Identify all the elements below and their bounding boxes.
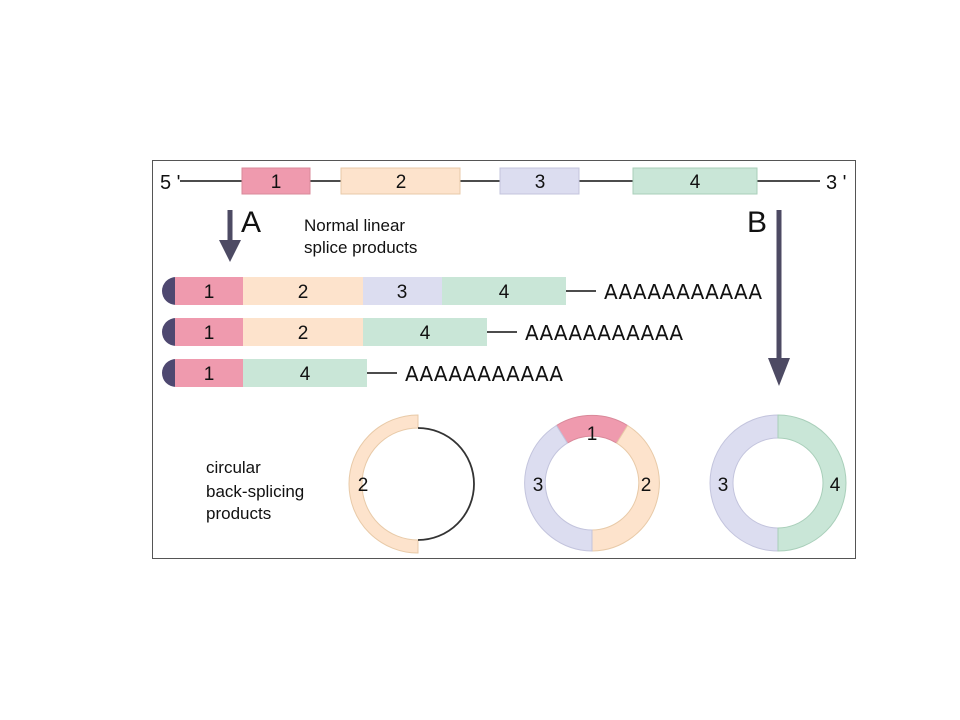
exon-2-ring-segment [348, 414, 419, 554]
exon-label: 3 [718, 475, 729, 496]
exon-2 [243, 318, 363, 346]
pre-mrna: 5 ' 3 ' 1 2 3 4 [160, 167, 847, 195]
three-prime-label: 3 ' [826, 172, 847, 194]
exon-1 [241, 167, 311, 195]
exon-label: 4 [420, 323, 431, 344]
poly-a-tail: AAAAAAAAAAA [604, 280, 762, 304]
linear-title-line1: Normal linear [304, 216, 405, 235]
exon-1-label: 1 [271, 172, 282, 193]
arrow-a [219, 210, 241, 262]
cap [162, 318, 176, 346]
linear-transcript-2: 1 2 4 AAAAAAAAAAA [162, 318, 683, 346]
exon-2 [340, 167, 461, 195]
exon-3-ring-segment [709, 414, 779, 552]
exon-3 [499, 167, 580, 195]
exon-label: 1 [204, 323, 215, 344]
exon-4 [442, 277, 566, 305]
circular-title-line3: products [206, 504, 271, 523]
circular-title-line1: circular [206, 458, 261, 477]
exon-1 [175, 318, 243, 346]
exon-label: 1 [587, 424, 598, 445]
pathway-b-label: B [747, 206, 767, 239]
exon-label: 2 [358, 475, 369, 496]
linear-title-line2: splice products [304, 238, 417, 257]
exon-2 [243, 277, 363, 305]
exon-3 [363, 277, 442, 305]
pathway-a-label: A [241, 206, 261, 239]
circular-product-1: 2 [348, 414, 475, 554]
exon-4 [243, 359, 367, 387]
exon-label: 4 [300, 364, 311, 385]
exon-1 [175, 359, 243, 387]
linear-transcript-1: 1 2 3 4 AAAAAAAAAAA [162, 277, 762, 305]
five-prime-label: 5 ' [160, 172, 181, 194]
exon-label: 1 [204, 364, 215, 385]
cap [162, 277, 176, 305]
exon-3-label: 3 [535, 172, 546, 193]
exon-label: 4 [499, 282, 510, 303]
exon-label: 2 [298, 323, 309, 344]
exon-4-ring-segment [777, 414, 847, 552]
exon-4 [632, 167, 758, 195]
poly-a-tail: AAAAAAAAAAA [405, 362, 563, 386]
exon-3-ring-segment [524, 424, 593, 552]
exon-label: 4 [830, 475, 841, 496]
cap [162, 359, 176, 387]
exon-label: 1 [204, 282, 215, 303]
linear-transcript-3: 1 4 AAAAAAAAAAA [162, 359, 563, 387]
exon-label: 3 [533, 475, 544, 496]
circular-title-line2: back-splicing [206, 482, 304, 501]
exon-4-label: 4 [690, 172, 701, 193]
exon-2-label: 2 [396, 172, 407, 193]
exon-4 [363, 318, 487, 346]
intron-arc [417, 427, 475, 541]
poly-a-tail: AAAAAAAAAAA [525, 321, 683, 345]
exon-label: 3 [397, 282, 408, 303]
exon-label: 2 [641, 475, 652, 496]
exon-label: 2 [298, 282, 309, 303]
arrow-b [768, 210, 790, 386]
circular-product-2: 1 2 3 [524, 415, 660, 552]
circular-product-3: 3 4 [709, 414, 847, 552]
exon-1 [175, 277, 243, 305]
